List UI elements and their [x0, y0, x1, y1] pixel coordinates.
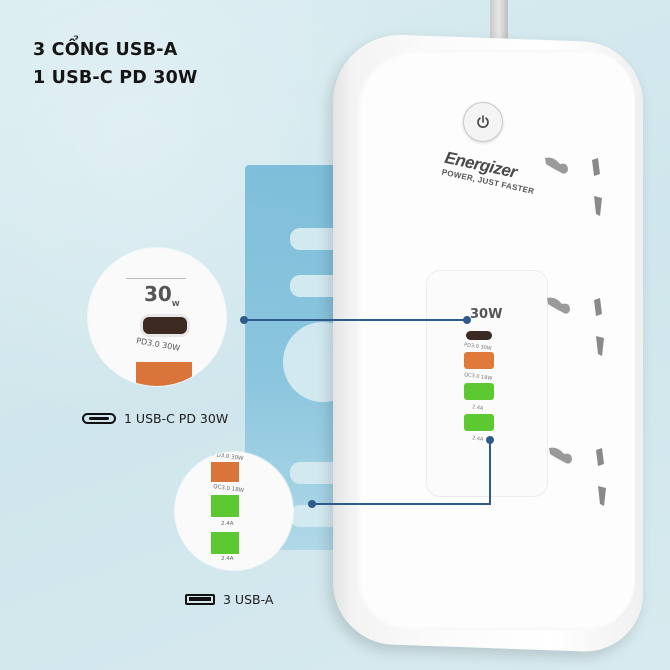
- headline: 3 CỔNG USB-A 1 USB-C PD 30W: [33, 36, 198, 92]
- power-icon: [477, 115, 489, 128]
- connector-dot: [240, 316, 248, 324]
- usbc-caption-text: 1 USB-C PD 30W: [124, 411, 229, 426]
- usb-a-port-green: [464, 383, 494, 400]
- usba-caption-text: 3 USB-A: [223, 592, 274, 607]
- usb-a-port-orange: [464, 352, 494, 369]
- usb-a-port-green: [211, 495, 239, 517]
- usbc-port-label: PD3.0 30W: [135, 336, 181, 353]
- port-label: 2.4A: [221, 521, 234, 527]
- usb-a-port-green: [211, 532, 239, 554]
- outlet-1: [545, 157, 602, 216]
- usbc-badge: 30W: [144, 282, 180, 308]
- connector-dot: [486, 436, 494, 444]
- usb-a-port-orange: [136, 362, 192, 386]
- bracket: [126, 278, 186, 319]
- connector-dot: [308, 500, 316, 508]
- usbc-zoom-callout: 30W PD3.0 30W: [88, 248, 226, 386]
- connector-line-usba-vertical: [489, 440, 491, 505]
- usb-a-port-green: [464, 414, 494, 431]
- connector-line-usbc: [245, 319, 467, 321]
- headline-line-1: 3 CỔNG USB-A: [33, 40, 178, 60]
- usba-caption: 3 USB-A: [185, 592, 273, 607]
- outlet-2: [547, 297, 604, 356]
- power-button[interactable]: [463, 102, 503, 142]
- usb-a-port-orange: [211, 462, 239, 482]
- port-label: PD3.0 30W: [212, 452, 244, 463]
- usb-c-port: [140, 314, 190, 337]
- connector-line-usba: [313, 503, 491, 505]
- port-label: QC3.0 18W: [212, 483, 245, 495]
- usbc-caption: 1 USB-C PD 30W: [82, 411, 228, 426]
- outlet-3: [549, 447, 606, 506]
- usb-a-icon: [185, 594, 215, 605]
- usb-module-badge: 30W: [470, 307, 503, 322]
- headline-line-2: 1 USB-C PD 30W: [33, 68, 198, 88]
- usba-zoom-callout: PD3.0 30W QC3.0 18W 2.4A 2.4A: [175, 452, 293, 570]
- connector-dot: [463, 316, 471, 324]
- usb-c-icon: [82, 413, 116, 424]
- port-label: 2.4A: [221, 556, 234, 562]
- usb-c-port: [466, 331, 492, 340]
